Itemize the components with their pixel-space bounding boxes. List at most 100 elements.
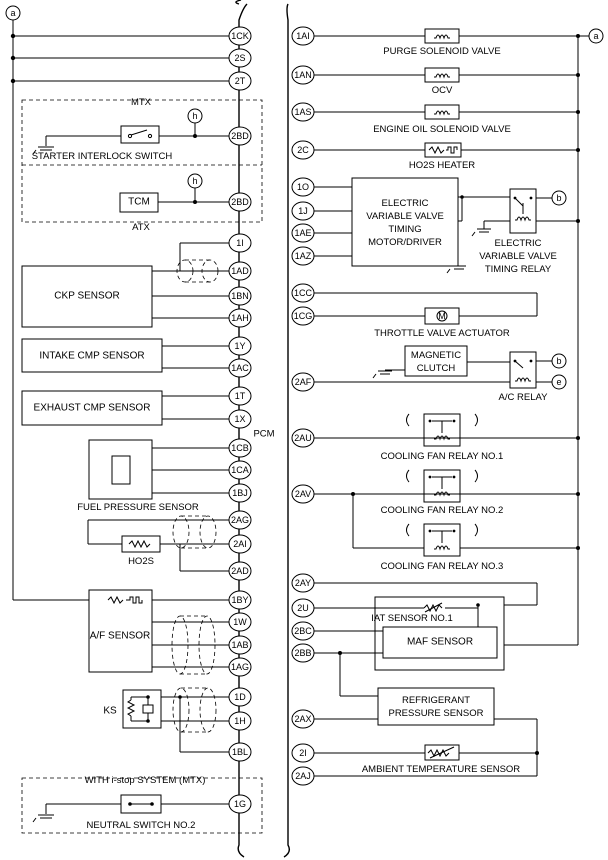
left-pin-label-16: 2AG [231,515,249,525]
left-pin-21: 1AB [228,635,252,655]
fuel-pressure-sensor-label: FUEL PRESSURE SENSOR [77,502,199,513]
left-pin-label-11: 1T [235,391,246,401]
left-pin-23: 1D [228,687,252,707]
left-pin-16: 2AG [228,510,252,530]
magnetic-clutch-label-2: CLUTCH [417,363,456,374]
left-pin-6: 1AD [228,261,252,281]
right-pin-18: 2I [291,743,315,763]
left-pin-0: 1CK [228,26,252,46]
right-pin-19: 2AJ [291,766,315,786]
ks-box [122,689,162,729]
left-pin-label-20: 1W [233,617,247,627]
right-pin-14: 2U [291,598,315,618]
right-pin-label-7: 1AZ [295,251,312,261]
right-pin-label-10: 2AF [295,377,312,387]
connector-a-left: a [5,5,21,21]
right-pin-0: 1AI [291,26,315,46]
left-pin-label-25: 1BL [232,747,248,757]
starter-interlock-switch-label: STARTER INTERLOCK SWITCH [32,151,173,162]
right-pin-label-12: 2AV [295,489,311,499]
throttle-valve-actuator-label: THROTTLE VALVE ACTUATOR [374,328,510,339]
svg-text:b: b [556,193,561,203]
left-pin-label-23: 1D [234,692,246,702]
left-pin-label-8: 1AH [231,313,249,323]
evvt-relay-label-1: ELECTRIC [495,238,542,249]
right-pin-label-18: 2I [299,748,307,758]
left-pin-label-2: 2T [235,76,246,86]
left-pin-9: 1Y [228,336,252,356]
left-pin-label-14: 1CA [231,465,249,475]
svg-text:h: h [192,176,197,186]
refrigerant-pressure-sensor-box [377,687,495,726]
right-pin-label-17: 2AX [294,714,311,724]
left-pin-2: 2T [228,71,252,91]
cooling-fan-relay-3-label: COOLING FAN RELAY NO.3 [381,561,504,572]
mtx-atx-box [21,99,263,223]
mtx-label: MTX [131,97,152,108]
svg-text:e: e [556,377,561,387]
magnetic-clutch-label-1: MAGNETIC [411,350,461,361]
pcm-label: PCM [253,429,274,440]
purge-solenoid-valve-label: PURGE SOLENOID VALVE [383,46,500,57]
right-pin-2: 1AS [291,102,315,122]
right-pin-label-16: 2BB [294,648,311,658]
af-sensor-label: A/F SENSOR [90,631,151,642]
right-pin-label-0: 1AI [296,31,310,41]
cooling-fan-relay-3 [406,523,478,557]
cooling-fan-relay-1-label: COOLING FAN RELAY NO.1 [381,451,504,462]
left-pin-26: 1G [228,794,252,814]
left-pin-13: 1CB [228,438,252,458]
cooling-fan-relay-1 [406,413,478,447]
evvt-motor-label-3: TIMING [388,224,421,235]
left-pin-label-26: 1G [234,799,246,809]
right-pin-8: 1CC [291,283,315,303]
evvt-relay-label-2: VARIABLE VALVE [479,251,557,262]
svg-text:a: a [593,31,598,41]
right-pin-label-3: 2C [297,145,309,155]
ks-label: KS [103,706,117,717]
maf-sensor-label: MAF SENSOR [407,637,473,648]
right-pin-4: 1O [291,177,315,197]
pins-right: 1AI1AN1AS2C1O1J1AE1AZ1CC1CG2AF2AU2AV2AY2… [291,26,315,786]
left-pin-24: 1H [228,711,252,731]
right-pin-label-5: 1J [298,206,308,216]
pins-left: 1CK2S2T2BD2BD1I1AD1BN1AH1Y1AC1T1X1CB1CA1… [228,26,252,814]
iat-sensor-label: IAT SENSOR NO.1 [371,613,452,624]
left-pin-10: 1AC [228,358,252,378]
left-pin-label-17: 2AI [233,539,247,549]
connector-b-upper: b [551,190,567,206]
right-pin-7: 1AZ [291,246,315,266]
right-pin-label-8: 1CC [294,288,313,298]
right-pin-10: 2AF [291,372,315,392]
left-pin-label-10: 1AC [231,363,249,373]
connector-h-lower: h [187,173,203,189]
left-pin-label-6: 1AD [231,266,249,276]
right-pin-13: 2AY [291,573,315,593]
right-pin-label-4: 1O [297,182,309,192]
right-pin-17: 2AX [291,709,315,729]
connector-b-lower: b [551,353,567,369]
left-pin-label-15: 1BJ [232,488,248,498]
svg-text:b: b [556,356,561,366]
ckp-sensor-label: CKP SENSOR [54,291,119,302]
cooling-fan-relay-2-label: COOLING FAN RELAY NO.2 [381,505,504,516]
left-pin-3: 2BD [228,126,252,146]
left-pin-25: 1BL [228,742,252,762]
right-pin-label-14: 2U [297,603,309,613]
connector-h-upper: h [187,108,203,124]
left-pin-8: 1AH [228,308,252,328]
left-pin-17: 2AI [228,534,252,554]
left-pin-label-21: 1AB [231,640,248,650]
connector-a-left-label: a [10,8,15,18]
left-pin-11: 1T [228,386,252,406]
ocv-label: OCV [432,85,453,96]
left-pin-22: 1AG [228,657,252,677]
evvt-motor-label-4: MOTOR/DRIVER [368,237,442,248]
left-pin-label-3: 2BD [231,131,249,141]
connector-e: e [551,374,567,390]
intake-cmp-sensor-box [21,338,163,373]
magnetic-clutch-box [404,345,468,377]
refrigerant-label-1: REFRIGERANT [402,695,470,706]
left-pin-19: 1BY [228,590,252,610]
